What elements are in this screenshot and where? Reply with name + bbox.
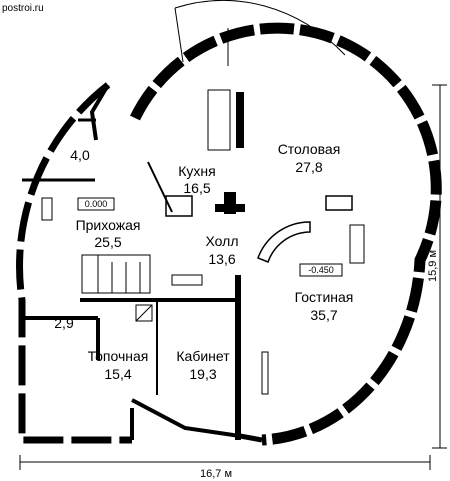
fireplace	[325, 195, 353, 211]
column-base	[215, 204, 245, 212]
bench	[171, 274, 203, 286]
room-name-hall: Холл	[206, 233, 239, 249]
window-living	[261, 351, 269, 395]
staircase	[81, 254, 151, 294]
dimension-width: 16,7 м	[200, 468, 232, 480]
level-mark-box-ground	[77, 197, 115, 211]
room-area-boiler: 15,4	[104, 366, 131, 382]
room-name-kitchen: Кухня	[178, 163, 215, 179]
room-name-boiler: Топочная	[88, 348, 149, 364]
room-name-dining: Столовая	[278, 141, 341, 157]
room-area-study: 19,3	[189, 366, 216, 382]
level-mark-ground: 0.000	[85, 199, 108, 209]
bottom-wall-right	[239, 433, 263, 443]
level-mark-living: -0.450	[308, 265, 334, 275]
room-area-hall: 13,6	[208, 251, 235, 267]
room-area-vestibule: 4,0	[70, 147, 90, 163]
terrace-edge	[174, 7, 184, 63]
room-area-dining: 27,8	[295, 159, 322, 175]
boiler	[135, 304, 153, 322]
outer-wall-right	[130, 22, 442, 446]
room-area-entrance: 25,5	[94, 234, 121, 250]
dimension-height: 15,9 м	[427, 250, 439, 282]
kitchen-table	[165, 195, 193, 217]
room-area-wc: 2,9	[54, 315, 74, 331]
wardrobe	[41, 197, 53, 221]
bay-wall	[131, 398, 241, 438]
vestibule-wall	[89, 83, 110, 141]
watermark: postroi.ru	[2, 3, 44, 14]
piano	[349, 224, 365, 264]
room-area-living: 35,7	[310, 307, 337, 323]
outer-wall-left	[16, 82, 132, 444]
room-name-study: Кабинет	[176, 348, 230, 364]
room-name-living: Гостиная	[295, 289, 354, 305]
living-steps	[257, 221, 311, 263]
kitchen-counter	[207, 89, 231, 151]
room-area-kitchen: 16,5	[183, 180, 210, 196]
level-mark-box-living	[299, 263, 343, 277]
room-name-entrance: Прихожая	[76, 217, 141, 233]
kitchen-partition	[147, 161, 173, 213]
